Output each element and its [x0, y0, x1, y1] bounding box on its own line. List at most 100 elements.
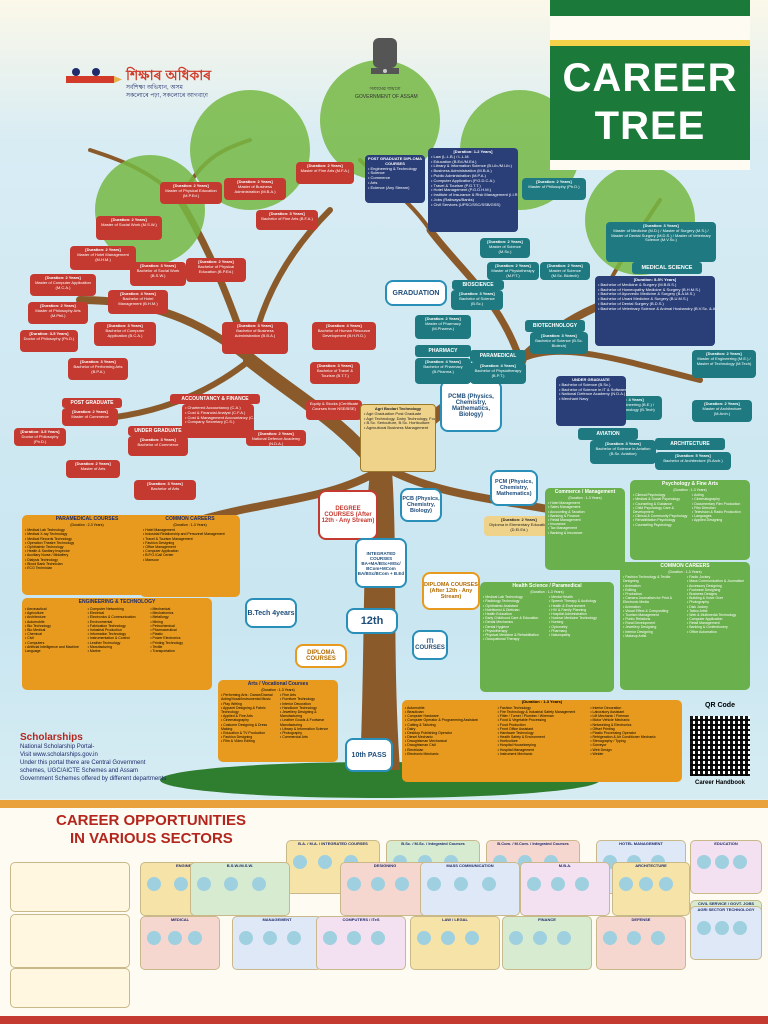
list-item: Footwear Designing [687, 588, 747, 592]
course-name: Bachelor of Travel & Tourism (B.T.T.) [316, 367, 354, 378]
scholarship-line: Government Schemes offered by different … [20, 776, 167, 783]
list-item: Agri Technology, Dairy Technology, Food … [364, 416, 435, 422]
list-item: Photography [687, 600, 747, 604]
course-name: Master of Pharmacy (M.Pharma.) [425, 320, 461, 331]
list-item: Clinical Psychology [633, 493, 688, 497]
list-item: Food & Vegetable Processing [498, 718, 587, 722]
course-box: Equity & Stocks (Certificate Courses fro… [306, 400, 362, 420]
list-item: Bachelor of Dental Surgery (B.D.S.) [598, 301, 712, 307]
sector-title: LAW / LEGAL [442, 917, 468, 922]
qr-title: QR Code [705, 702, 735, 709]
list-item: Mechanical [150, 607, 209, 611]
list-item: Bachelor of Science in IT & Software [559, 387, 626, 393]
list-item: Hospital Management [498, 748, 587, 752]
sector-card: COMPUTERS / ITeS [316, 916, 406, 970]
sector-illustration-icon [427, 877, 441, 891]
title-green-block [550, 40, 750, 160]
health-science-duration: (Duration : 1-3 Years) [530, 590, 564, 594]
sector-illustration-icon [174, 877, 189, 891]
list-item: Tattoo Artist [687, 609, 747, 613]
list-item: Fashion Technology & Textile Designing [623, 575, 683, 583]
course-name: Master of Science (M.Sc. Biotech) [548, 267, 581, 278]
list-item: Architecture [25, 615, 84, 619]
hub-paramedical: PARAMEDICAL [470, 350, 526, 362]
list-item: Bachelor of Homeopathy Medicine & Surger… [598, 287, 712, 293]
pg-diploma-box: POST GRADUATE DIPLOMA COURSES Engineerin… [365, 155, 425, 203]
course-name: Master of Medicine (M.D.) / Master of Su… [611, 227, 711, 243]
course-duration: [Duration: 2 Years] [237, 179, 273, 184]
course-box: [Duration: 3 Years]Bachelor of Science (… [530, 332, 588, 354]
sector-title: ENGINEERING [141, 863, 239, 870]
course-duration: [Duration: 4 Years] [425, 359, 461, 364]
sector-list-card [10, 862, 130, 912]
list-item: Public Administration (M.P.A.) [431, 173, 515, 179]
sector-card: DESIGNING [340, 862, 430, 916]
sector-title: ARCHITECTURE [635, 863, 667, 868]
list-item: Computer Application (P.G.D.C.A.) [431, 178, 515, 184]
list-item: Banking & Insurance [548, 531, 622, 535]
pg-courses-list: Law (L.L.B.) / L.L.M.Education (B.Ed./M.… [431, 154, 518, 208]
common-careers-right-title: COMMON CAREERS [660, 563, 710, 569]
pg-courses-box: [Duration: 1-2 Years] Law (L.L.B.) / L.L… [428, 148, 518, 232]
course-name: Bachelor of Science (B.Sc. Biotech) [535, 337, 583, 348]
list-item: Physiotherapy [483, 629, 545, 633]
sector-illustration-icon [697, 921, 711, 935]
hub-post-graduate-commerce: POST GRADUATE [62, 398, 122, 408]
list-item: Networking & Electronics [590, 723, 679, 727]
list-item: Transportation [150, 649, 209, 653]
course-box: [Duration: 3 Years]Bachelor of Science i… [590, 440, 656, 464]
accountancy-list: Chartered Accountancy (C.A.)Cost & Finan… [185, 405, 254, 425]
course-duration: [Duration: 2 Years] [75, 461, 111, 466]
course-duration: [Duration: 3-5 Years] [29, 331, 69, 336]
course-box: [Duration: 3-5 Years]Doctor of Philosoph… [20, 330, 78, 352]
list-item: Fashion Designing [221, 735, 276, 739]
sector-illustration-icon [639, 877, 653, 891]
qr-code-icon[interactable] [690, 716, 750, 776]
scholarship-line: schemes, UGC/AICTE Schemes and Assam [20, 768, 139, 775]
org-subtitle-1: সৰ্বশিক্ষা অভিযান, অসম [126, 85, 183, 91]
sector-illustration-icon [557, 931, 571, 945]
list-item: Physical Medicine & Rehabilitation [483, 633, 545, 637]
list-item: Makeup Artist [623, 634, 683, 638]
org-subtitle-2: সকলোৰে পঢ়া, সকলোৰে আগবাঢ়া [126, 93, 208, 99]
list-item: Applied Designing [692, 518, 747, 522]
list-item: Film & Video Editing [221, 739, 276, 743]
sector-card: LAW / LEGAL [410, 916, 500, 970]
sector-card: EDUCATION [690, 840, 762, 894]
list-item: Company Secretary (C.S.) [185, 420, 251, 425]
sector-illustration-icon [481, 877, 496, 891]
sector-title: MASS COMMUNICATION [446, 863, 494, 868]
list-item: National Defence Academy (N.D.A.) - Navy… [559, 392, 626, 397]
course-duration: [Duration: 3 Years] [237, 323, 273, 328]
list-item: Counseling & Guidance [633, 502, 688, 506]
commerce-duration: (Duration : 1-3 Years) [568, 496, 602, 500]
list-item: Computer Application [143, 549, 237, 553]
pg-diploma-list: Engineering & TechnologyScienceCommerceA… [368, 166, 422, 191]
course-name: National Defence Academy (N.D.A.) [251, 435, 301, 446]
list-item: Library & Information Science [280, 727, 335, 731]
opportunities-title-2: IN VARIOUS SECTORS [70, 830, 233, 847]
course-box: [Duration: 3 Years]Master of Medicine (M… [606, 222, 716, 262]
list-item: Refrigeration & Air Conditioner Mechanic [590, 735, 679, 739]
list-item: Health Education [483, 612, 545, 616]
list-item: Front Office Assistant [498, 727, 587, 731]
list-item: Rehabilitation Psychology [633, 518, 688, 522]
hub-twelfth: 12th [346, 608, 398, 634]
course-name: Bachelor of Fine Arts (B.F.A.) [261, 215, 313, 221]
course-name: Master of Business Administration (M.B.A… [234, 183, 276, 194]
title-panel: CAREER TREE [550, 0, 750, 170]
course-name: Bachelor of Architecture (B.Arch.) [663, 457, 723, 463]
list-item: Naturopathy [549, 633, 611, 637]
paramedical-courses-duration: (Duration : 2-3 Years) [70, 523, 104, 527]
iti-duration: (Duration : 1-3 Years) [521, 700, 563, 704]
agri-title: Agri Boolari Technology [374, 406, 422, 411]
course-box: [Duration: 5 Years]Bachelor of Architect… [655, 452, 731, 470]
list-item: Travel & Tourism Management [143, 537, 237, 541]
list-item: Visual Effect & Compositing [623, 609, 683, 613]
list-item: Acting [692, 493, 747, 497]
list-item: Fashion Designing [143, 541, 237, 545]
sector-illustration-icon [619, 877, 633, 891]
common-careers-right-list: Fashion Technology & Textile DesigningAn… [620, 574, 750, 639]
list-item: ECG Technician [25, 566, 149, 570]
agri-list: Agri Graduation Post GraduateAgri Techno… [364, 411, 435, 431]
